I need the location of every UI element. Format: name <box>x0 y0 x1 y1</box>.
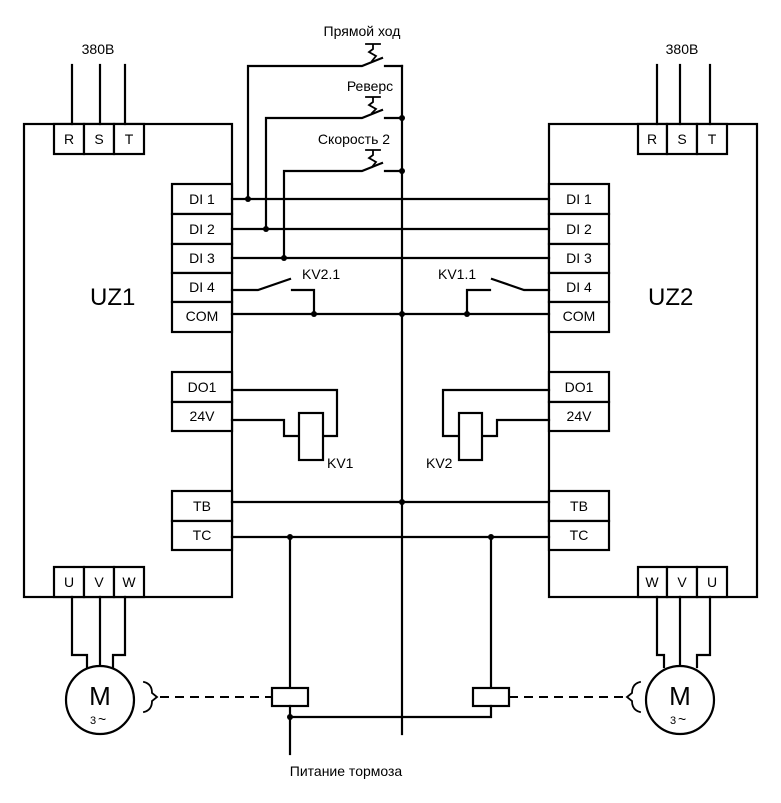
uz1-terminal-v: V <box>94 574 104 590</box>
supply-label-left: 380В <box>82 41 115 57</box>
relay-kv1: KV1 <box>230 388 354 471</box>
drive-uz2-label: UZ2 <box>648 284 693 311</box>
uz2-do1: DO1 <box>565 379 594 395</box>
contact-kv1-1-label: KV1.1 <box>438 266 476 282</box>
pushbutton-reverse: Реверс <box>264 78 405 231</box>
motor-left-symbol: M <box>89 681 111 711</box>
motor-right-circle <box>644 664 716 736</box>
contact-kv2-1-label: KV2.1 <box>302 266 340 282</box>
drive-uz2: UZ2 R S T 380В DI 1 DI 2 DI 3 DI 4 COM <box>547 41 759 599</box>
pushbutton-forward-label: Прямой ход <box>324 23 401 39</box>
terminal-t: T <box>125 131 134 147</box>
uz2-brake-terminals: TB TC <box>547 489 611 552</box>
uz1-com: COM <box>186 308 219 324</box>
uz2-terminal-w: W <box>645 574 659 590</box>
uz2-terminal-u: U <box>707 574 717 590</box>
control-bus: KV2.1 KV1.1 <box>230 196 551 317</box>
pushbutton-reverse-label: Реверс <box>347 78 393 94</box>
motor-left-circle <box>64 664 136 736</box>
relay-kv1-label: KV1 <box>327 455 354 471</box>
motor-right: M 3 ~ <box>509 595 716 736</box>
relay-kv1-coil <box>297 411 325 462</box>
uz1-motor-terminals: U V W <box>52 565 146 599</box>
uz1-tb: TB <box>193 498 211 514</box>
uz2-motor-terminals: W V U <box>636 565 729 599</box>
uz2-24v: 24V <box>567 408 593 424</box>
uz2-terminal-r: R <box>647 131 657 147</box>
brake-supply-label: Питание тормоза <box>290 763 403 779</box>
contact-kv1-1: KV1.1 <box>438 266 551 316</box>
uz2-di3: DI 3 <box>566 250 592 266</box>
uz1-di2: DI 2 <box>189 221 215 237</box>
motor-left-brake-icon <box>142 680 159 714</box>
pushbuttons: Прямой ход Реверс Скорость 2 <box>246 23 405 736</box>
brake-coil-left <box>270 686 310 708</box>
motor-right-symbol: M <box>669 681 691 711</box>
terminal-r: R <box>64 131 74 147</box>
uz1-input-terminals: R S T 380В <box>52 41 146 156</box>
relay-kv2: KV2 <box>426 388 551 471</box>
motor-right-phases: 3 <box>670 715 676 727</box>
uz2-tb: TB <box>570 498 588 514</box>
uz2-terminal-v: V <box>677 574 687 590</box>
uz1-24v: 24V <box>190 408 216 424</box>
uz2-terminal-t: T <box>708 131 717 147</box>
motor-left-ac: ~ <box>98 711 106 727</box>
relay-kv2-coil <box>457 411 484 462</box>
contact-kv2-1: KV2.1 <box>230 266 340 316</box>
uz2-di1: DI 1 <box>566 191 592 207</box>
uz1-di3: DI 3 <box>189 250 215 266</box>
pushbutton-speed2: Скорость 2 <box>282 131 405 260</box>
motor-right-ac: ~ <box>678 711 686 727</box>
uz1-terminal-w: W <box>122 574 136 590</box>
terminal-s: S <box>94 131 103 147</box>
uz1-output-terminals: DO1 24V <box>170 370 234 433</box>
uz1-tc: TC <box>193 527 212 543</box>
brake-coil-right <box>471 686 511 708</box>
uz1-di4: DI 4 <box>189 279 215 295</box>
pushbutton-speed2-label: Скорость 2 <box>318 131 390 147</box>
pushbutton-forward: Прямой ход <box>246 23 404 201</box>
uz2-di2: DI 2 <box>566 221 592 237</box>
motor-left: M 3 ~ <box>64 595 272 736</box>
brake-circuit: Питание тормоза <box>230 499 551 779</box>
supply-label-right: 380В <box>666 41 699 57</box>
drive-uz1-label: UZ1 <box>90 284 135 311</box>
uz1-do1: DO1 <box>188 379 217 395</box>
motor-left-phases: 3 <box>90 715 96 727</box>
motor-right-brake-icon <box>625 680 642 714</box>
relay-kv2-label: KV2 <box>426 455 453 471</box>
uz2-di4: DI 4 <box>566 279 592 295</box>
uz2-input-terminals: R S T 380В <box>636 41 729 156</box>
drive-uz1: UZ1 R S T 380В DI 1 DI 2 DI 3 DI 4 COM <box>22 41 234 599</box>
uz2-tc: TC <box>570 527 589 543</box>
uz1-di1: DI 1 <box>189 191 215 207</box>
uz2-control-terminals: DI 1 DI 2 DI 3 DI 4 COM <box>547 182 611 334</box>
uz2-output-terminals: DO1 24V <box>547 370 611 433</box>
uz1-terminal-u: U <box>64 574 74 590</box>
uz1-brake-terminals: TB TC <box>170 489 234 552</box>
uz1-control-terminals: DI 1 DI 2 DI 3 DI 4 COM <box>170 182 234 334</box>
uz2-terminal-s: S <box>677 131 686 147</box>
uz2-com: COM <box>563 308 596 324</box>
